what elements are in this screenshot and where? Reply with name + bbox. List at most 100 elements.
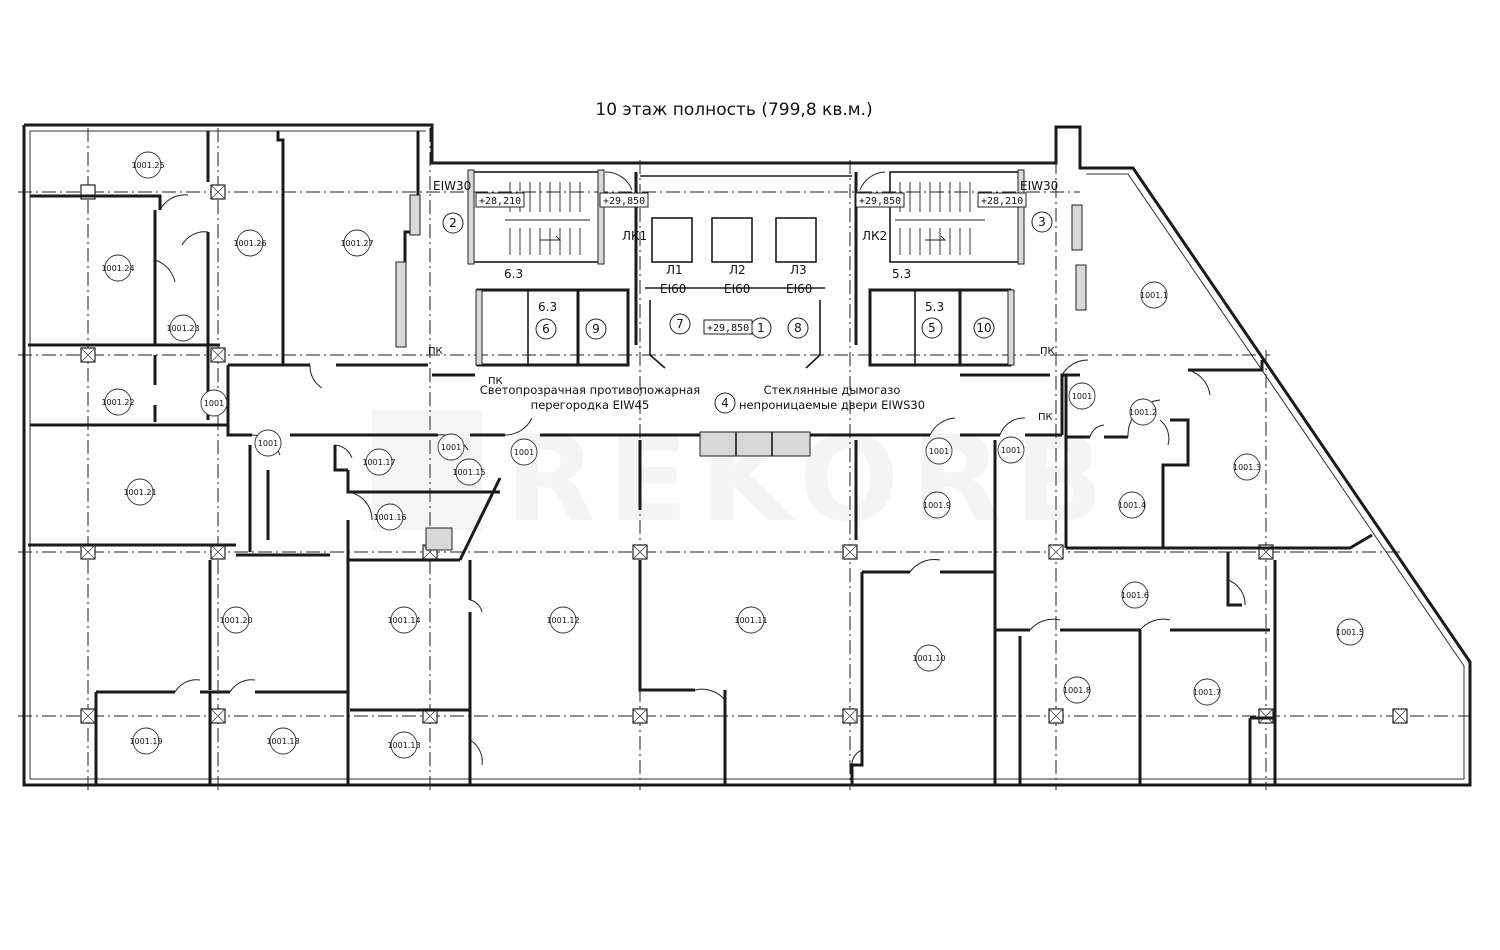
room-label-ring [169, 314, 197, 342]
room-label-text: 1001 [441, 443, 461, 452]
note-doors-line1: Стеклянные дымогазо [764, 383, 901, 397]
tag-pk-3: ПК [488, 376, 503, 387]
core-number-ring [585, 318, 607, 340]
room-label-ring [915, 644, 943, 672]
plan-title: 10 этаж полность (799,8 кв.м.) [595, 100, 873, 120]
room-label: 1001.9 [923, 491, 951, 519]
room-label: 1001 [925, 437, 953, 465]
elevation-lobby: +29,850 [707, 323, 749, 334]
core-number-ring [535, 318, 557, 340]
core-number-ring [669, 313, 691, 335]
room-labels: 1001.25 1001.26 1001.27 1001.24 1001.23 1001.… [101, 151, 1364, 759]
building-core [395, 169, 1087, 551]
room-label-text: 1001.17 [362, 458, 395, 467]
tag-lk1: ЛК1 [622, 229, 647, 243]
room-label-text: 1001 [1001, 446, 1021, 455]
room-label-ring [510, 438, 538, 466]
room-label: 1001.17 [362, 448, 396, 476]
watermark: REKORB [372, 410, 1104, 548]
room-label: 1001.3 [1233, 453, 1261, 481]
room-label-ring [1118, 491, 1146, 519]
core-number: 2 [442, 212, 464, 234]
core-number: 10 [973, 317, 995, 339]
room-label-ring [132, 727, 160, 755]
room-label-text: 1001.12 [546, 616, 579, 625]
room-label: 1001.24 [101, 254, 135, 282]
room-label-ring [343, 229, 371, 257]
room-label-ring [390, 731, 418, 759]
room-label-text: 1001 [258, 439, 278, 448]
core-number-ring [442, 212, 464, 234]
room-label-text: 1001 [204, 399, 224, 408]
room-label: 1001 [437, 433, 465, 461]
room-label-ring [1129, 398, 1157, 426]
core-number-ring [714, 392, 736, 414]
tag-ei60-1: EI60 [660, 282, 686, 296]
tag-5-3: 5.3 [925, 300, 944, 314]
room-label: 1001.1 [1140, 281, 1168, 309]
room-label-text: 1001.1 [1140, 291, 1168, 300]
stair-right [895, 182, 985, 255]
note-partition-line1: Светопрозрачная противопожарная [480, 383, 700, 397]
core-number: 8 [787, 317, 809, 339]
room-label: 1001 [997, 436, 1025, 464]
note-partition-line2: перегородка EIW45 [531, 398, 650, 412]
room-label: 1001.8 [1063, 676, 1091, 704]
room-label-ring [549, 606, 577, 634]
room-label-ring [222, 606, 250, 634]
tag-lk2: ЛК2 [862, 229, 887, 243]
room-label-ring [1063, 676, 1091, 704]
tag-l2: Л2 [729, 263, 746, 277]
tag-l1: Л1 [666, 263, 683, 277]
room-label-text: 1001.10 [912, 654, 945, 663]
core-number-text: 9 [592, 322, 600, 336]
room-label-ring [104, 388, 132, 416]
room-label-ring [365, 448, 393, 476]
room-label: 1001.7 [1193, 678, 1221, 706]
room-label: 1001 [254, 429, 282, 457]
room-label-text: 1001.5 [1336, 628, 1364, 637]
stair-left [505, 182, 590, 255]
room-label-text: 1001.3 [1233, 463, 1261, 472]
core-number: 7 [669, 313, 691, 335]
room-label-ring [737, 606, 765, 634]
room-label: 1001.27 [340, 229, 374, 257]
room-label: 1001.18 [266, 727, 300, 755]
room-label-text: 1001.8 [1063, 686, 1091, 695]
room-label: 1001.25 [131, 151, 165, 179]
core-number-text: 10 [976, 321, 991, 335]
room-label-ring [997, 436, 1025, 464]
room-label-text: 1001.11 [734, 616, 767, 625]
room-label-ring [236, 229, 264, 257]
room-label-text: 1001.23 [166, 324, 199, 333]
room-label: 1001.10 [912, 644, 946, 672]
room-label-text: 1001 [1072, 392, 1092, 401]
note-doors-line2: непроницаемые двери EIWS30 [739, 398, 925, 412]
core-number-text: 1 [757, 321, 765, 335]
room-label-ring [437, 433, 465, 461]
room-label-ring [1121, 581, 1149, 609]
room-label: 1001.4 [1118, 491, 1146, 519]
room-label: 1001.15 [452, 458, 486, 486]
room-label-ring [126, 478, 154, 506]
room-label-ring [269, 727, 297, 755]
room-label-ring [925, 437, 953, 465]
room-label-text: 1001.20 [219, 616, 252, 625]
room-label: 1001.6 [1121, 581, 1149, 609]
core-number: 5 [921, 317, 943, 339]
core-number-text: 5 [928, 321, 936, 335]
core-number: 4 [714, 392, 736, 414]
room-label-text: 1001.26 [233, 239, 266, 248]
room-label-ring [1068, 382, 1096, 410]
core-number: 9 [585, 318, 607, 340]
room-label: 1001.23 [166, 314, 200, 342]
core-number-text: 2 [449, 216, 457, 230]
tag-6-3-top: 6.3 [504, 267, 523, 281]
room-label: 1001.21 [123, 478, 157, 506]
core-number-ring [787, 317, 809, 339]
room-label-text: 1001.27 [340, 239, 373, 248]
room-label-ring [455, 458, 483, 486]
room-label-text: 1001.19 [129, 737, 162, 746]
